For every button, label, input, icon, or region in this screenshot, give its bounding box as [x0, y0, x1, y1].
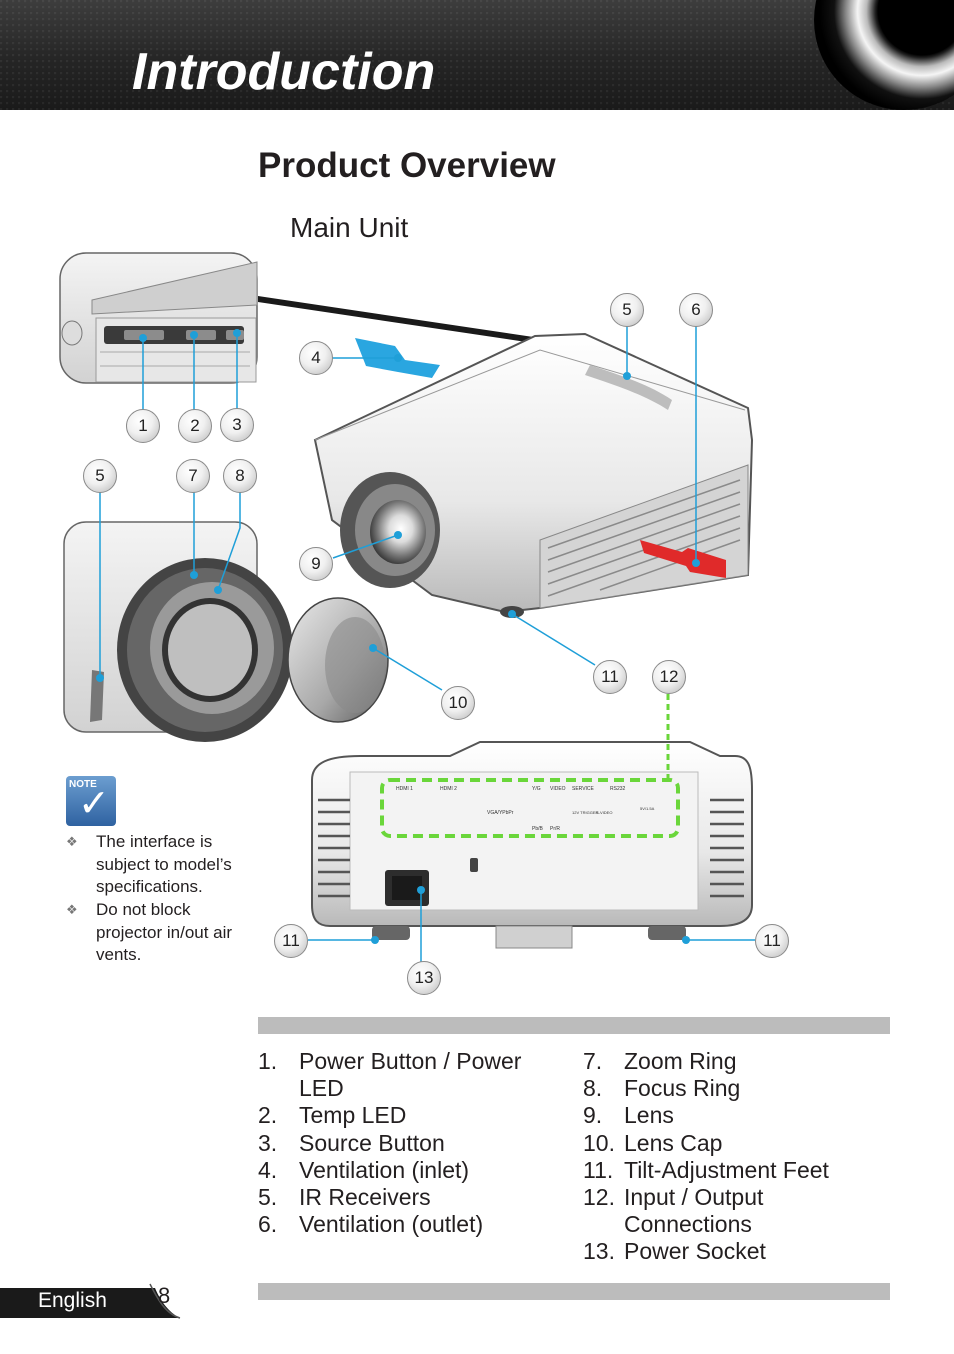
legend-item: 10.Lens Cap [583, 1129, 723, 1156]
legend-item: 1.Power Button / Power LED [258, 1048, 522, 1102]
diamond-bullet-icon: ❖ [66, 902, 78, 917]
subsection-title: Main Unit [290, 212, 409, 243]
diamond-bullet-icon: ❖ [66, 834, 78, 849]
legend-item: 6.Ventilation (outlet) [258, 1211, 484, 1238]
callout-12: 12 [652, 660, 686, 694]
checkmark-icon: ✓ [78, 783, 110, 825]
callout-1: 1 [126, 409, 160, 443]
vga-label: VGA/YPbPr [487, 810, 514, 816]
note-label: NOTE [69, 779, 97, 790]
callout-6: 6 [679, 293, 713, 327]
callout-4: 4 [299, 341, 333, 375]
note-item-text: Do not block projector in/out air vents. [96, 900, 233, 964]
callout-11-rear-left: 11 [274, 924, 308, 958]
hdmi2-label: HDMI 2 [440, 786, 457, 792]
legend-item: 12.Input / Output Connections [583, 1184, 764, 1238]
callout-5-inset: 5 [83, 459, 117, 493]
callout-10: 10 [441, 686, 475, 720]
section-title: Product Overview [258, 146, 556, 185]
hdmi1-label: HDMI 1 [396, 786, 413, 792]
trigger-label: 12V TRIGGER [572, 810, 599, 815]
legend-left-column: 1.Power Button / Power LED 2.Temp LED 3.… [258, 1048, 538, 1238]
legend-item: 7.Zoom Ring [583, 1048, 737, 1074]
legend-item: 11.Tilt-Adjustment Feet [583, 1156, 829, 1183]
rs232-label: RS232 [610, 786, 626, 792]
legend-item: 8.Focus Ring [583, 1075, 741, 1102]
chapter-header: Introduction [0, 0, 954, 110]
chapter-title: Introduction [132, 43, 436, 101]
footer-language: English [38, 1289, 107, 1312]
pr-label: Pr/R [550, 826, 560, 832]
callout-2: 2 [178, 409, 212, 443]
legend-item: 2.Temp LED [258, 1102, 407, 1129]
lens-closeup-inset [63, 521, 293, 742]
callout-8: 8 [223, 459, 257, 493]
note-item-text: The interface is subject to model’s spec… [96, 832, 232, 896]
legend-item: 13.Power Socket [583, 1238, 766, 1265]
note-icon: NOTE ✓ [66, 776, 116, 826]
callout-3: 3 [220, 408, 254, 442]
lens-cap [287, 597, 389, 723]
svideo-label: S-VIDEO [596, 810, 613, 815]
pb-label: Pb/B [532, 826, 543, 832]
legend-item: 5.IR Receivers [258, 1184, 431, 1211]
legend-top-divider [258, 1017, 890, 1034]
callout-13: 13 [407, 961, 441, 995]
projector-front-view [313, 332, 754, 618]
legend-item: 9.Lens [583, 1102, 674, 1129]
legend-item: 3.Source Button [258, 1129, 445, 1156]
callout-11-front: 11 [593, 660, 627, 694]
legend-item: 4.Ventilation (inlet) [258, 1156, 470, 1183]
usb-label: 5V/1.5A [640, 806, 655, 811]
projector-rear-view [311, 741, 753, 949]
service-label: SERVICE [572, 786, 594, 792]
callout-11-rear-right: 11 [755, 924, 789, 958]
video-label: VIDEO [550, 786, 566, 792]
page-number: 8 [158, 1283, 171, 1308]
callout-9: 9 [299, 547, 333, 581]
control-panel-inset [59, 252, 540, 384]
callout-7: 7 [176, 459, 210, 493]
legend-bottom-divider [258, 1283, 890, 1300]
y-label: Y/G [532, 786, 541, 792]
callout-5-main: 5 [610, 293, 644, 327]
legend-right-column: 7.Zoom Ring 8.Focus Ring 9.Lens 10.Lens … [583, 1048, 843, 1266]
